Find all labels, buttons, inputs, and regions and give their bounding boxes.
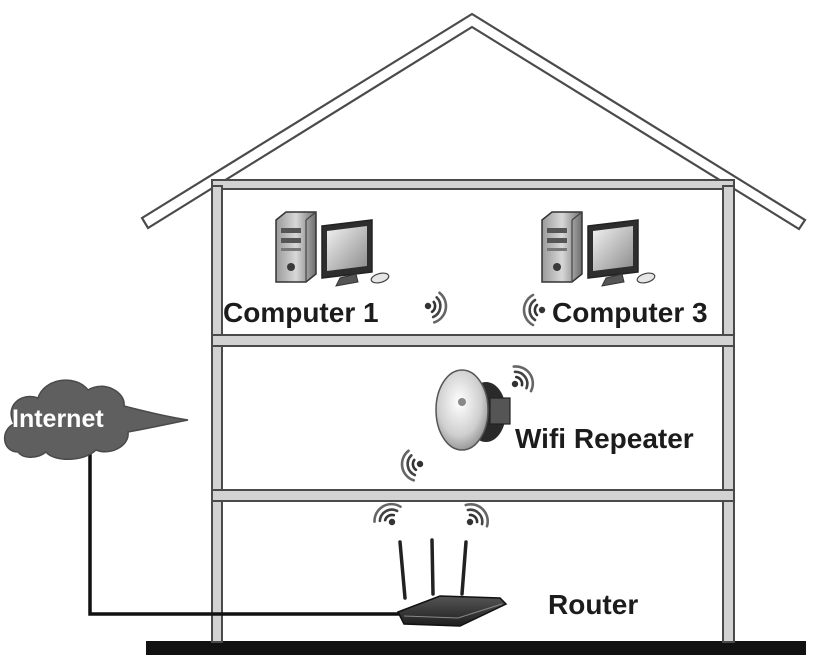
wifi-signal-icon	[368, 497, 408, 534]
computer-1-label: Computer 1	[223, 297, 379, 328]
wifi-repeater-icon	[435, 369, 511, 451]
wifi-signal-icon	[502, 360, 540, 400]
house-roof	[140, 12, 807, 231]
computer-3-icon	[541, 211, 657, 287]
internet-label: Internet	[12, 405, 104, 433]
router-icon	[396, 538, 508, 627]
computer-1-icon	[275, 211, 391, 287]
wifi-signal-icon	[420, 289, 450, 326]
router-label: Router	[548, 589, 638, 620]
wifi-signal-icon	[455, 497, 495, 537]
wifi-signal-icon	[398, 447, 428, 484]
computer-3-label: Computer 3	[552, 297, 708, 328]
wifi-repeater-label: Wifi Repeater	[515, 423, 694, 454]
internet-cable	[88, 440, 408, 616]
ground-bar	[146, 641, 806, 655]
wifi-signal-icon	[522, 293, 547, 327]
house-walls	[211, 179, 735, 643]
cloud-icon	[4, 379, 189, 460]
